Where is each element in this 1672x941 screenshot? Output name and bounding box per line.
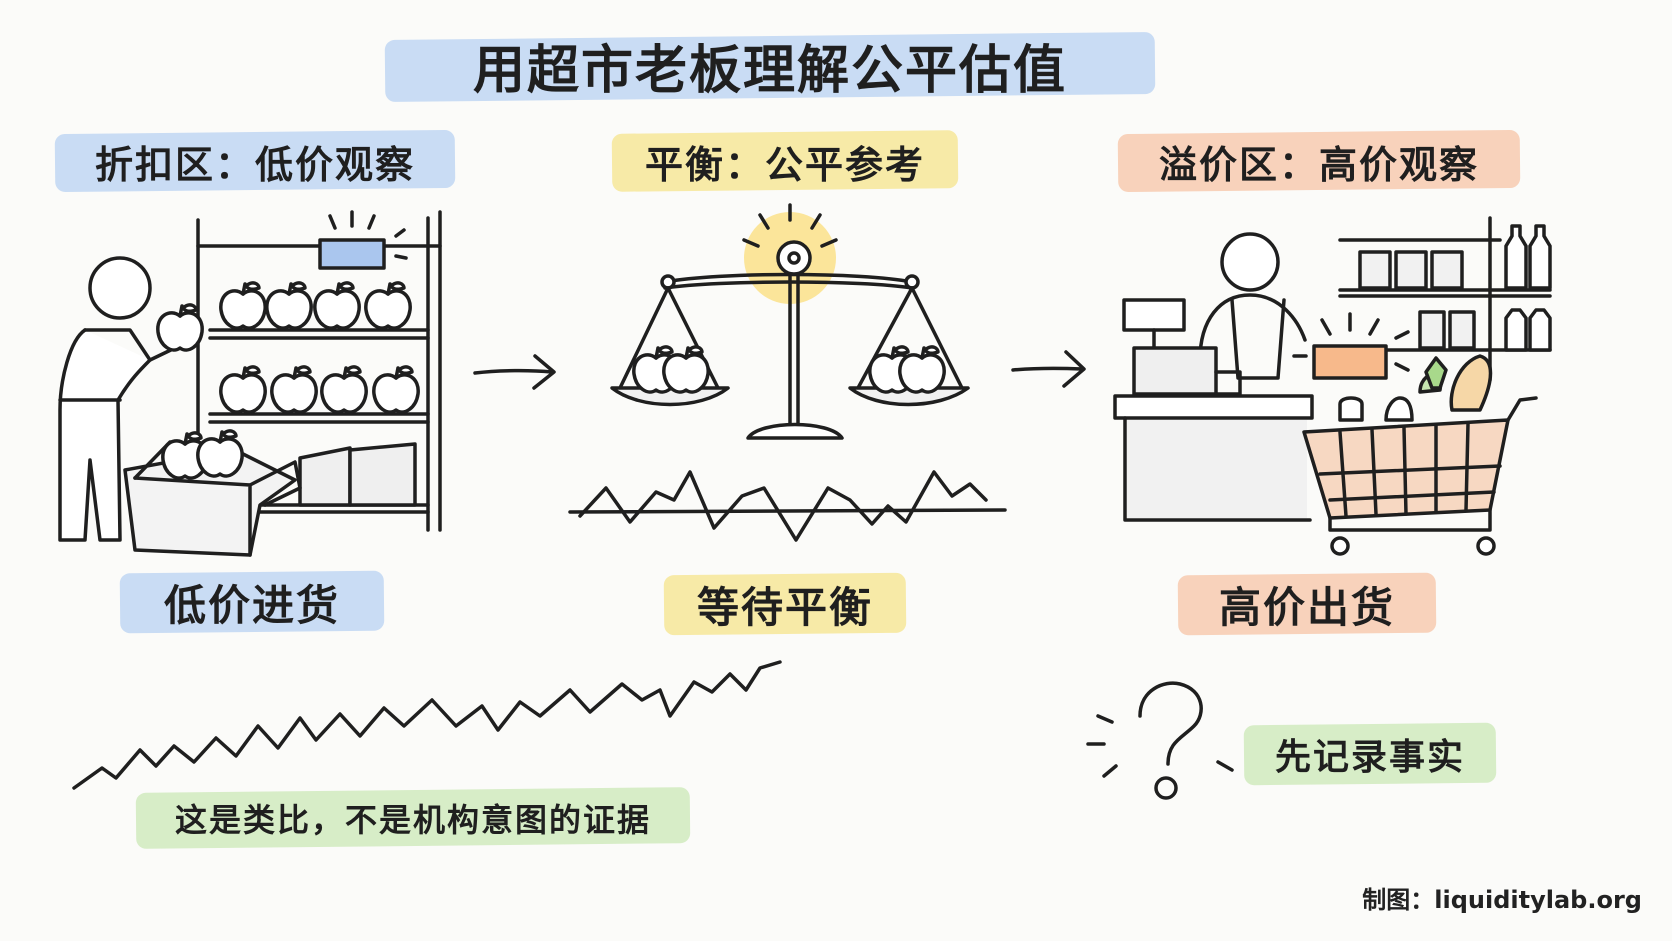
- price-tag-icon: [1292, 312, 1410, 380]
- zigzag-line-icon: [568, 470, 1007, 542]
- middle-heading: 平衡：公平参考: [644, 142, 925, 187]
- arrow-icon: [473, 350, 1086, 390]
- price-tag-icon: [318, 210, 408, 270]
- box-icon: [123, 429, 417, 557]
- question-mark-icon: [1086, 681, 1234, 800]
- right-heading: 溢价区：高价观察: [1158, 142, 1479, 187]
- credit-text: 制图：liquiditylab.org: [1362, 886, 1642, 914]
- apple-icon: [219, 281, 420, 414]
- page-title: 用超市老板理解公平估值: [472, 40, 1067, 101]
- note-right: 先记录事实: [1274, 737, 1465, 778]
- shopping-cart-icon: [1302, 354, 1538, 556]
- middle-caption: 等待平衡: [696, 582, 873, 632]
- note-left: 这是类比，不是机构意图的证据: [174, 801, 651, 839]
- left-caption: 低价进货: [163, 580, 340, 630]
- rising-zigzag-line-icon: [72, 660, 782, 790]
- store-shelf-icon: [1338, 216, 1552, 382]
- cash-register-icon: [1122, 298, 1242, 396]
- scale-icon: [610, 203, 970, 440]
- checkout-counter-icon: [1113, 394, 1314, 522]
- cashier-icon: [1198, 232, 1307, 380]
- left-heading: 折扣区：低价观察: [94, 142, 415, 187]
- right-caption: 高价出货: [1218, 582, 1395, 632]
- shopkeeper-icon: [58, 256, 204, 542]
